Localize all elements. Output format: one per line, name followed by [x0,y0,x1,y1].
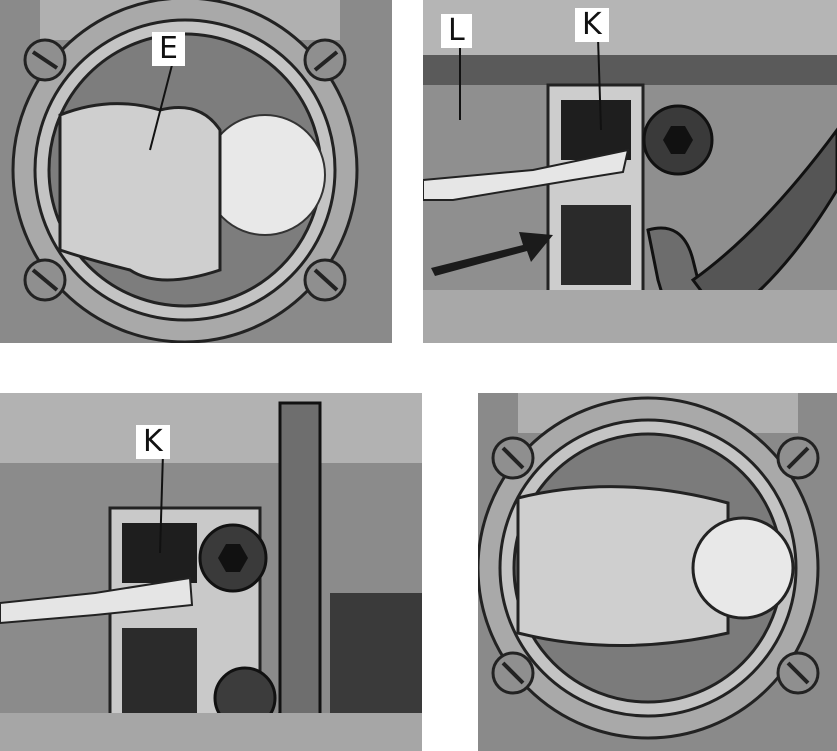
panel-pointer-k-l: L K [423,0,837,343]
bolt-icon [644,106,712,174]
screw-icon [493,438,533,478]
screw-icon [778,438,818,478]
callout-k: K [136,425,170,459]
screw-icon [493,653,533,693]
panel-cover-lever-e: E [0,0,392,343]
cover-lever-rotated-illustration [478,393,837,751]
screw-icon [305,40,345,80]
pointer-illustration [423,0,837,343]
panel-pointer-k-closeup: K [0,393,422,751]
screw-icon [25,40,65,80]
pointer-closeup-illustration [0,393,422,751]
callout-l: L [441,14,472,48]
screw-icon [305,260,345,300]
panel-cover-lever-rotated [478,393,837,751]
bolt-icon [200,525,266,591]
screw-icon [25,260,65,300]
cover-lever-illustration [0,0,392,343]
callout-k: K [575,8,609,42]
callout-e: E [152,32,185,66]
screw-icon [778,653,818,693]
